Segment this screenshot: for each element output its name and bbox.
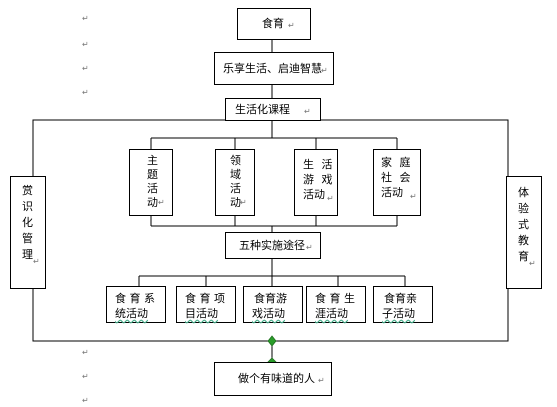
node-right: 体验 式教 育 ↵	[506, 176, 542, 289]
node-paths-label: 五种实施途径	[239, 239, 305, 252]
node-goal-label: 做个有味道的人	[238, 372, 315, 385]
paragraph-mark: ↵	[82, 348, 89, 357]
system-label-line2: 涯活动	[315, 307, 348, 320]
paragraph-mark: ↵	[240, 198, 247, 207]
system-label-line1: 食育亲	[384, 292, 417, 305]
system-label-line2: 统活动	[115, 307, 148, 320]
system-node: 食育亲 子活动	[373, 286, 433, 323]
activity-node: 主题 活动 ↵	[129, 149, 173, 216]
activity-node: 领域 活动 ↵	[215, 149, 255, 216]
node-left: 赏识 化管 理 ↵	[10, 176, 46, 289]
paragraph-mark: ↵	[288, 21, 295, 30]
system-label-line2: 目活动	[185, 307, 218, 320]
node-top-label: 食育	[262, 17, 284, 30]
paragraph-mark: ↵	[304, 107, 311, 116]
system-label-line2: 子活动	[382, 307, 415, 320]
paragraph-mark: ↵	[82, 88, 89, 97]
paragraph-mark: ↵	[529, 259, 536, 268]
node-right-label: 体验 式教 育	[518, 186, 529, 263]
system-label-line2: 戏活动	[252, 307, 285, 320]
paragraph-mark: ↵	[33, 257, 40, 266]
activity-label: 生 活 游 戏 活动	[303, 158, 335, 201]
activity-label: 主题 活动	[147, 154, 158, 209]
node-theme-label: 乐享生活、启迪智慧	[223, 62, 322, 75]
activity-label: 家 庭 社 会 活动	[381, 156, 413, 199]
node-left-label: 赏识 化管 理	[22, 184, 33, 261]
paragraph-mark: ↵	[82, 396, 89, 405]
paragraph-mark: ↵	[318, 376, 325, 385]
node-top: 食育 ↵	[237, 8, 311, 40]
paragraph-mark: ↵	[410, 192, 417, 201]
system-label-line1: 食 育 项	[185, 292, 225, 305]
system-node: 食育游 戏活动	[243, 286, 303, 323]
paragraph-mark: ↵	[82, 64, 89, 73]
activity-label: 领域 活动	[230, 154, 241, 209]
paragraph-mark: ↵	[158, 198, 165, 207]
system-node: 食 育 项 目活动	[176, 286, 236, 323]
paragraph-mark: ↵	[82, 372, 89, 381]
node-curriculum: 生活化课程 ↵	[225, 98, 321, 121]
node-paths: 五种实施途径 ↵	[225, 232, 321, 259]
node-goal: 做个有味道的人 ↵	[214, 362, 332, 396]
system-label-line1: 食育游	[254, 292, 287, 305]
paragraph-mark: ↵	[327, 194, 334, 203]
node-curriculum-label: 生活化课程	[235, 103, 290, 116]
system-label-line1: 食 育 生	[315, 292, 355, 305]
paragraph-mark: ↵	[306, 243, 313, 252]
system-node: 食 育 系 统活动	[106, 286, 166, 323]
node-theme: 乐享生活、启迪智慧 ↵	[214, 52, 334, 85]
paragraph-mark: ↵	[82, 14, 89, 23]
activity-node: 家 庭 社 会 活动 ↵	[373, 149, 421, 216]
activity-node: 生 活 游 戏 活动 ↵	[294, 149, 338, 216]
paragraph-mark: ↵	[321, 66, 328, 75]
system-label-line1: 食 育 系	[115, 292, 155, 305]
paragraph-mark: ↵	[82, 40, 89, 49]
system-node: 食 育 生 涯活动	[306, 286, 366, 323]
